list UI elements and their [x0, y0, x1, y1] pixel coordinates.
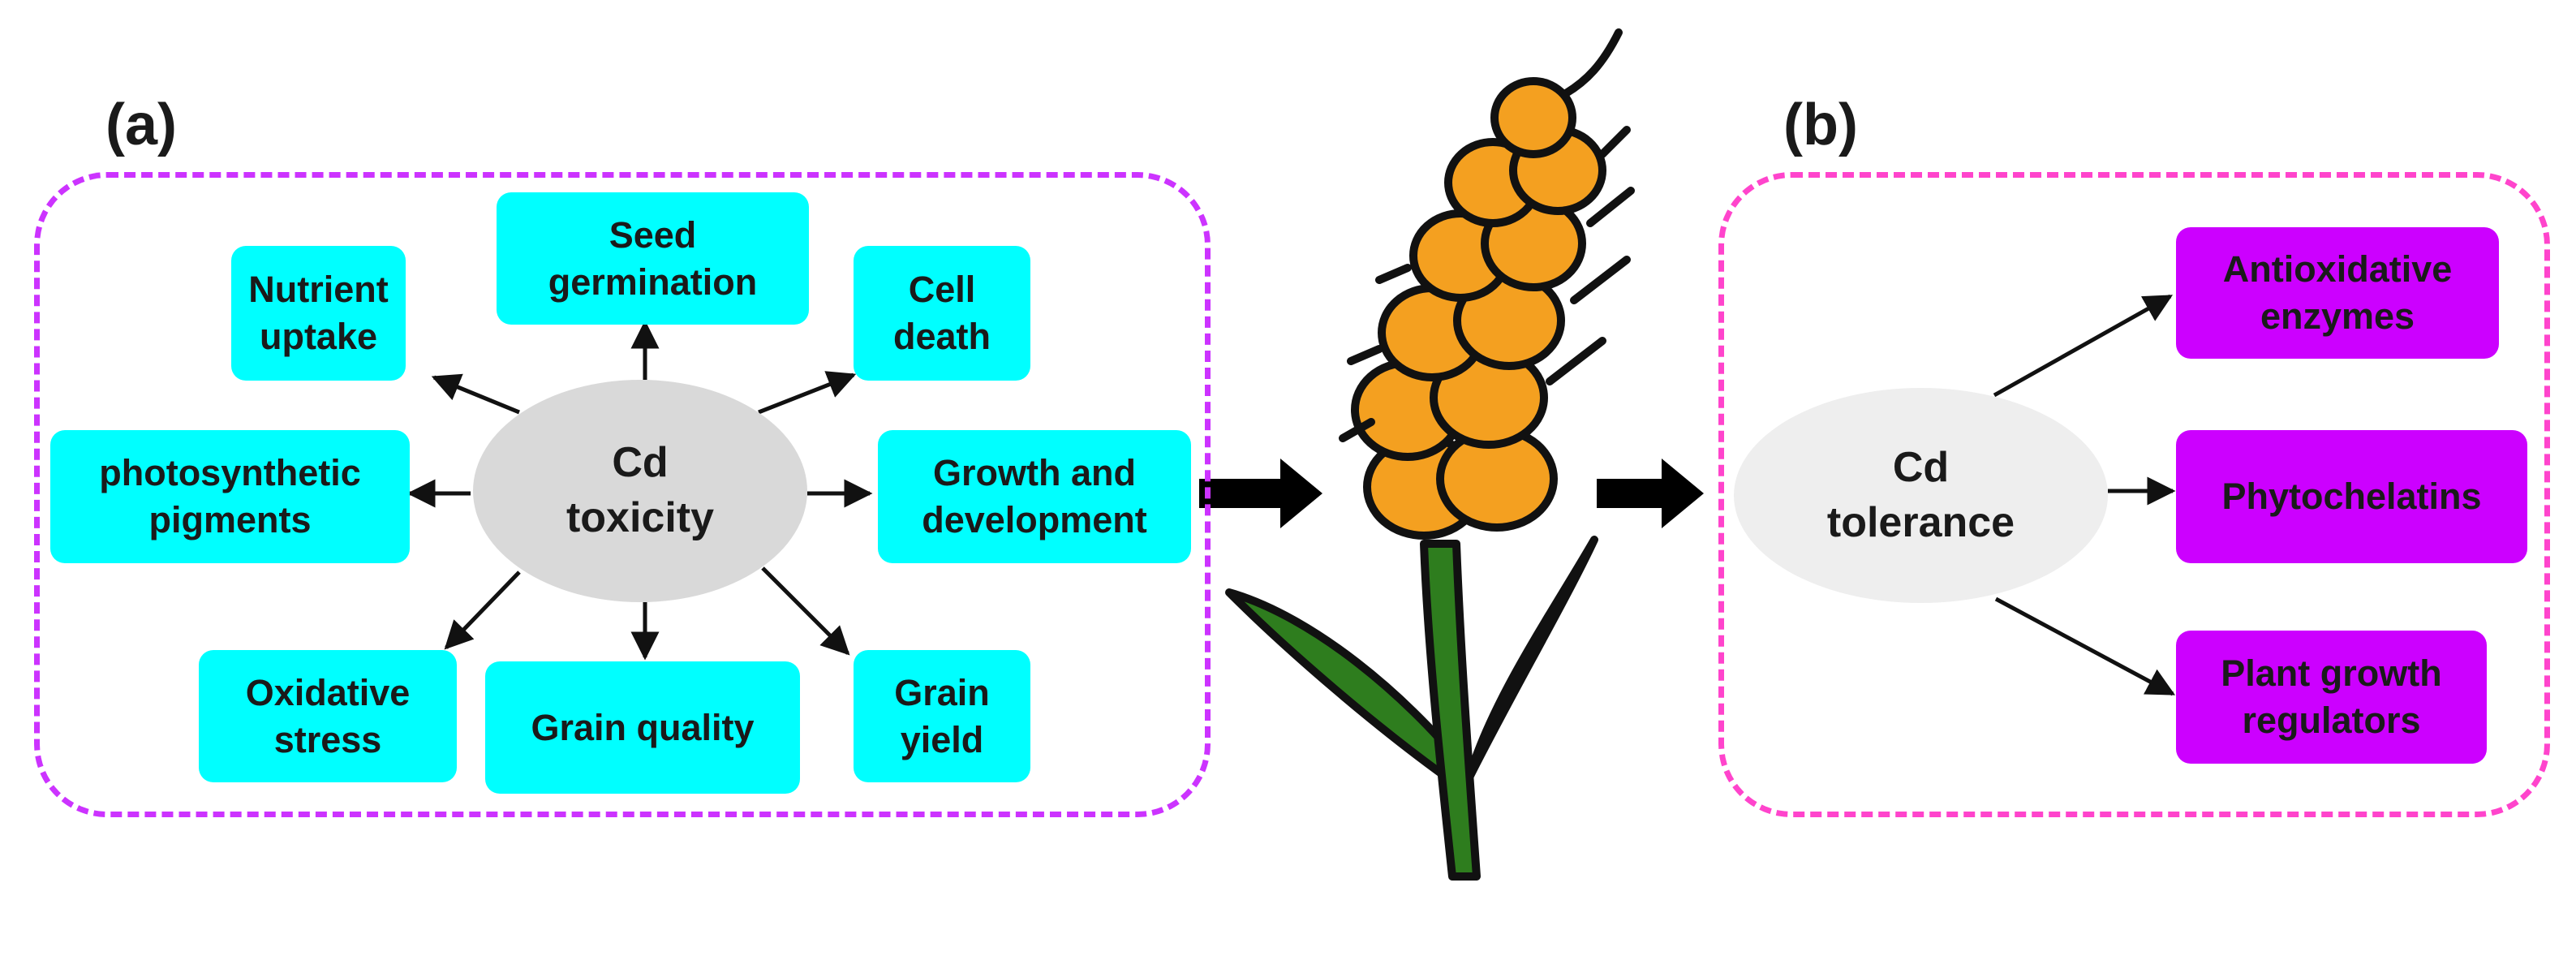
effect-growth-development: Growth and development [878, 430, 1191, 563]
toxicity-arrows [406, 320, 873, 661]
mechanism-phytochelatins: Phytochelatins [2176, 430, 2527, 563]
arrow-to-cell-death [758, 371, 857, 415]
effect-seed-germination: Seed germination [497, 192, 809, 325]
effect-grain-quality: Grain quality [485, 661, 800, 794]
panel-b-frame [1718, 172, 2550, 817]
panel-a-label: (a) [105, 93, 177, 157]
effect-grain-yield: Grain yield [854, 650, 1030, 782]
effect-photosynthetic-pigments: photosynthetic pigments [50, 430, 410, 563]
arrow-to-plant-growth-regulators [1994, 596, 2176, 696]
panel-a-frame [34, 172, 1211, 817]
wheat-plant-icon [1225, 28, 1635, 881]
arrow-to-grain-yield [761, 566, 850, 656]
cd-tolerance-center: Cd tolerance [1734, 388, 2108, 603]
tolerance-arrows [1993, 294, 2176, 696]
effect-cell-death: Cell death [854, 246, 1030, 381]
arrow-to-nutrient-uptake [431, 373, 520, 415]
block-arrow-right-icon [1199, 459, 1322, 528]
arrow-to-oxidative-stress [444, 571, 521, 650]
panel-b-label: (b) [1783, 93, 1858, 157]
mechanism-antioxidative-enzymes: Antioxidative enzymes [2176, 227, 2499, 359]
arrow-to-antioxidative-enzymes [1993, 294, 2174, 398]
mechanism-plant-growth-regulators: Plant growth regulators [2176, 631, 2487, 764]
effect-nutrient-uptake: Nutrient uptake [231, 246, 406, 381]
block-arrow-right-icon [1597, 459, 1704, 528]
cd-toxicity-center: Cd toxicity [473, 380, 807, 602]
effect-oxidative-stress: Oxidative stress [199, 650, 457, 782]
